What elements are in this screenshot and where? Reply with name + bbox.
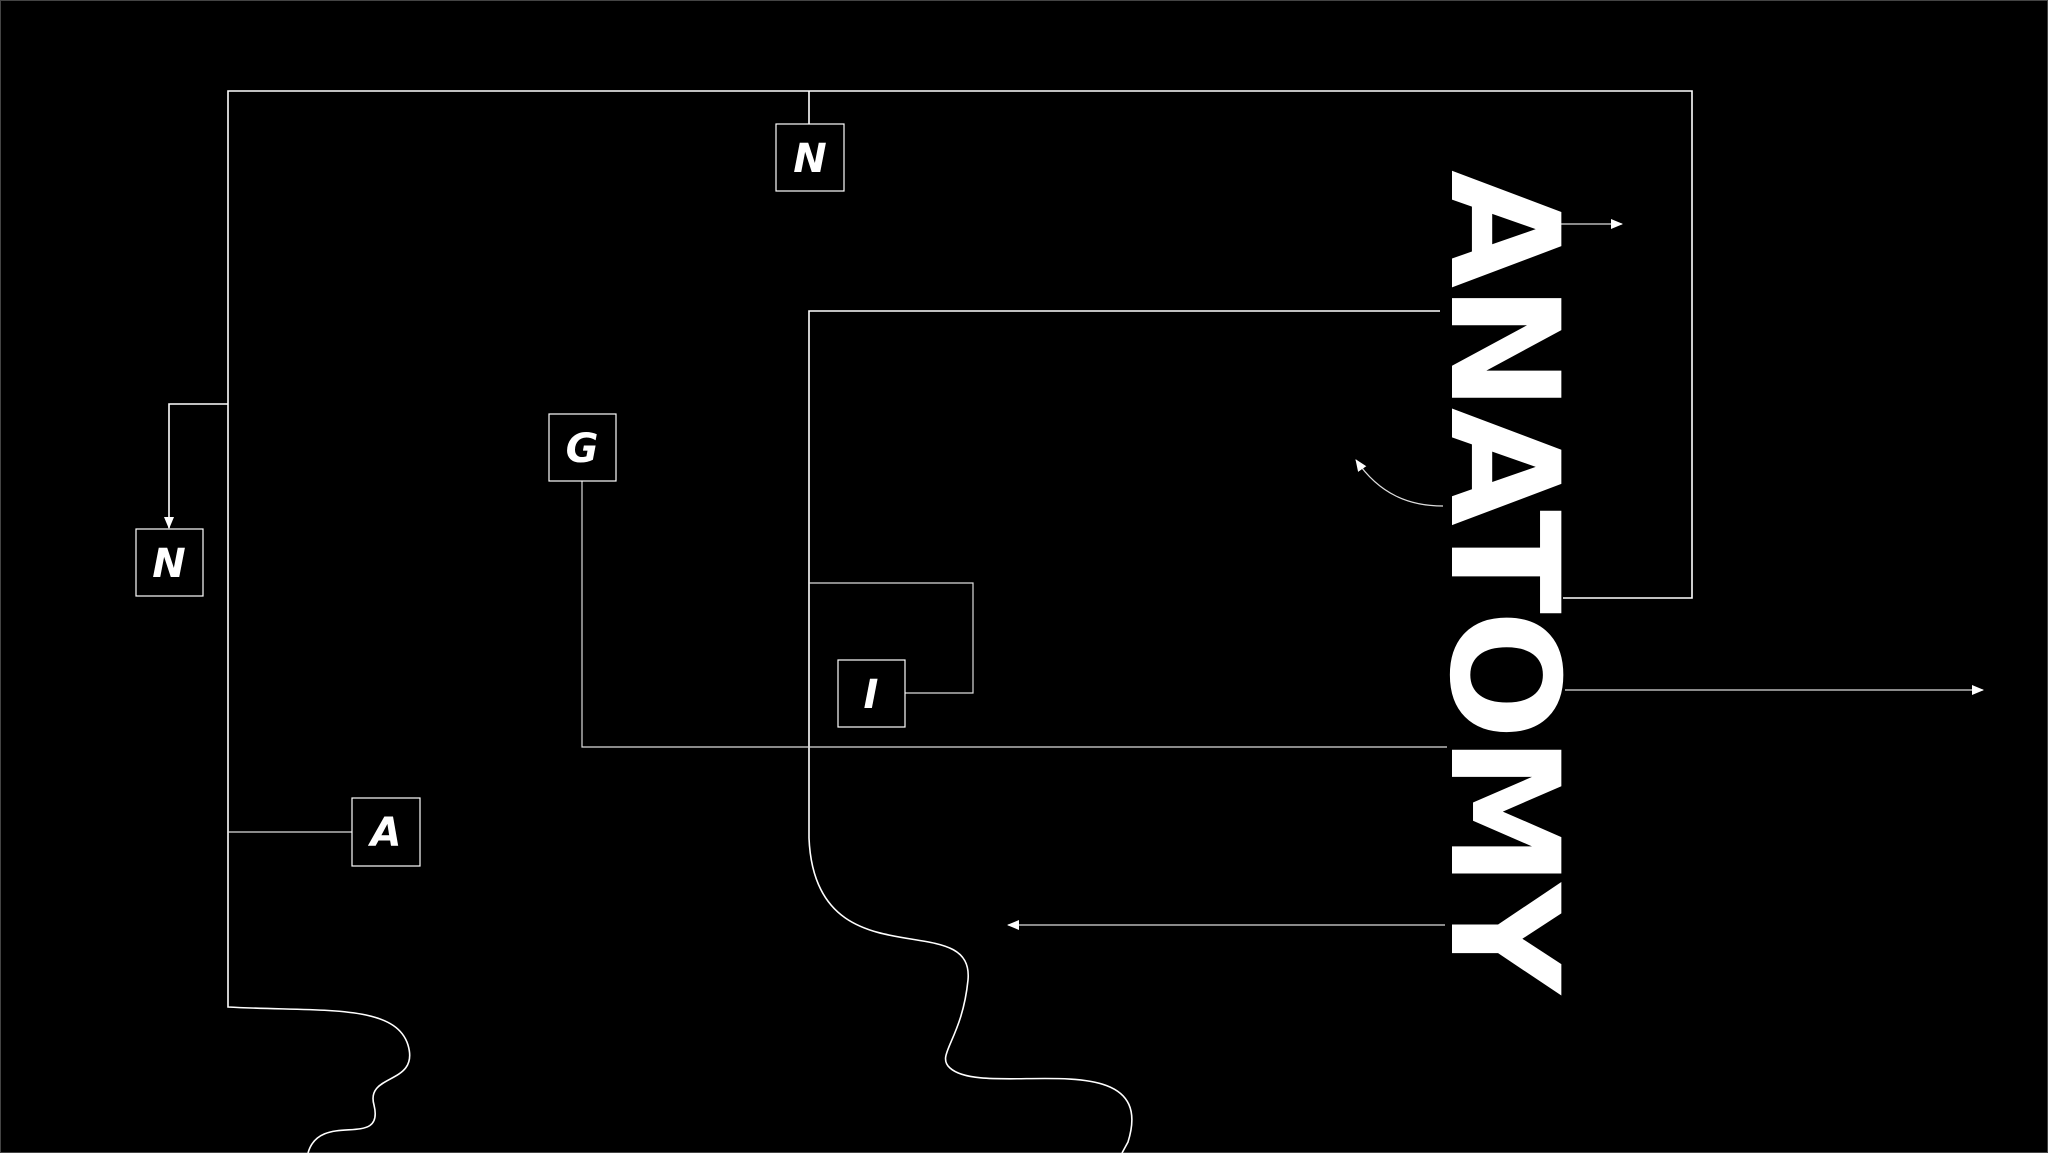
node-left-n[interactable]: N xyxy=(135,528,204,597)
node-a[interactable]: A xyxy=(351,797,421,867)
inner-connector xyxy=(808,310,1440,1153)
node-i[interactable]: I xyxy=(837,659,906,728)
node-top-n[interactable]: N xyxy=(775,123,845,192)
g-connector xyxy=(581,481,1447,748)
title-anatomy: ANATOMY xyxy=(1416,170,1590,996)
left-branch-arrow xyxy=(164,403,228,529)
node-label: G xyxy=(566,426,599,472)
node-label: A xyxy=(368,810,402,856)
node-g[interactable]: G xyxy=(548,413,617,482)
outer-connector xyxy=(227,90,1693,1153)
node-label: N xyxy=(152,541,185,587)
i-branch xyxy=(809,582,974,694)
node-label: N xyxy=(793,136,826,182)
arrow-curved xyxy=(1355,459,1444,507)
node-label: I xyxy=(864,672,879,718)
